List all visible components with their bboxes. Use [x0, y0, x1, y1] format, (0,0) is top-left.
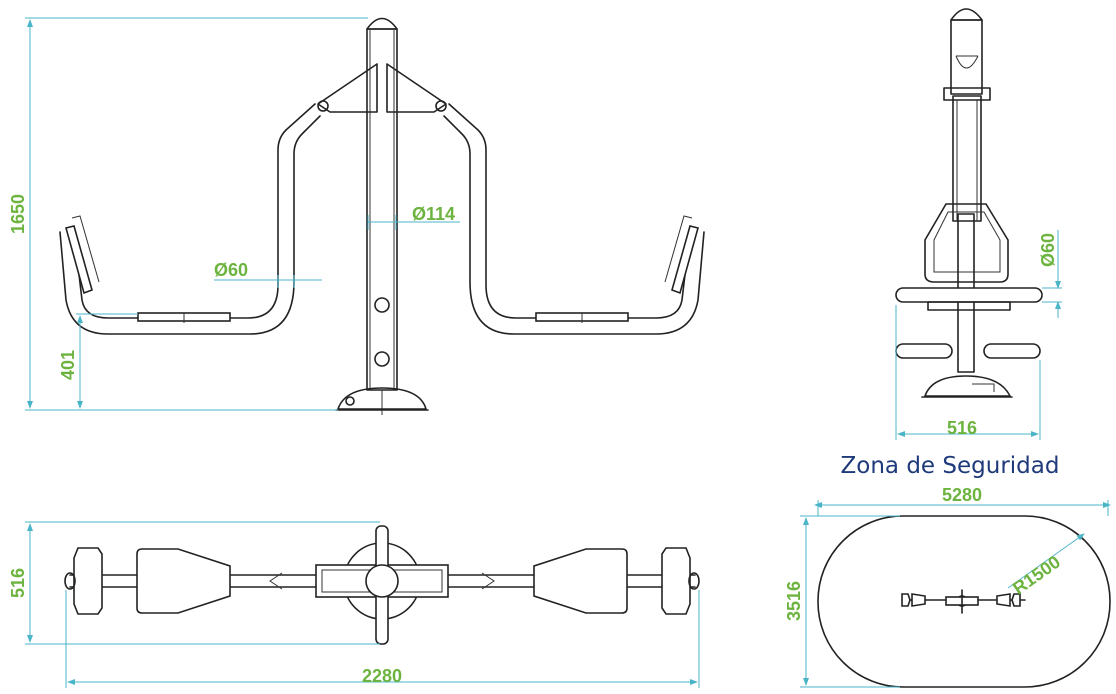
side-tube-diameter-dimension: Ø60 [1038, 230, 1062, 318]
side-seat-back [924, 203, 1009, 283]
post-diameter-dimension: Ø114 [367, 204, 460, 230]
side-lower-bars [895, 343, 1041, 359]
side-width-label: 516 [947, 418, 977, 438]
safety-zone-equipment [901, 589, 1026, 614]
seat-height-dimension: 401 [58, 313, 138, 409]
height-dimension: 1650 [8, 17, 368, 411]
safety-zone-width-dimension: 3516 [784, 515, 900, 688]
central-post [366, 17, 398, 415]
safety-zone-radius-dimension: R1500 [1007, 533, 1085, 599]
right-gusset [386, 63, 447, 113]
height-label: 1650 [8, 194, 28, 234]
top-length-label: 2280 [362, 666, 402, 686]
right-pivot [435, 100, 447, 112]
safety-zone-outline [817, 515, 1111, 688]
right-foot-pad [535, 312, 629, 323]
safety-zone-length-dimension: 5280 [814, 485, 1111, 516]
front-view: 1650 401 Ø114 Ø60 [8, 17, 705, 415]
safety-zone-radius-label: R1500 [1009, 552, 1064, 599]
top-width-dimension: 516 [8, 521, 380, 645]
left-foot-pad [137, 312, 231, 323]
left-handle-pad [65, 215, 100, 295]
top-left-end-pad [73, 547, 103, 615]
left-arm [59, 103, 321, 335]
side-upper-bars [895, 287, 1043, 311]
safety-zone: Zona de Seguridad R1500 5280 351 [784, 453, 1111, 688]
top-left-seat [136, 548, 231, 614]
safety-zone-width-label: 3516 [784, 581, 804, 621]
side-base [924, 375, 1011, 397]
left-pivot [317, 100, 329, 112]
left-gusset [317, 63, 378, 113]
safety-zone-title: Zona de Seguridad [841, 453, 1060, 479]
right-arm [443, 103, 705, 335]
base-plate [335, 387, 429, 411]
top-width-label: 516 [8, 568, 28, 598]
side-width-dimension: 516 [895, 305, 1041, 440]
tube-diameter-label-front: Ø60 [214, 260, 248, 280]
safety-zone-length-label: 5280 [942, 485, 982, 505]
post-diameter-label: Ø114 [412, 204, 455, 224]
top-right-end-pad [661, 547, 691, 615]
right-handle-pad [664, 215, 699, 295]
tube-diameter-dimension-front: Ø60 [214, 260, 322, 288]
top-right-seat [533, 548, 628, 614]
top-view: 516 2280 [8, 521, 700, 688]
top-length-dimension: 2280 [65, 590, 700, 688]
seat-height-label: 401 [58, 350, 78, 380]
side-view: Ø60 516 [895, 8, 1062, 440]
side-tube-diameter-label: Ø60 [1038, 233, 1058, 267]
